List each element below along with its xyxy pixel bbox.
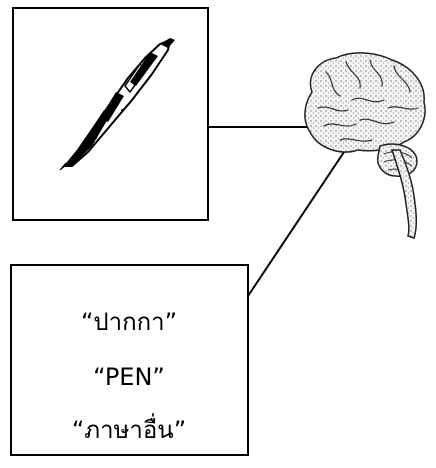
connector-words-to-brain <box>247 139 353 297</box>
words-box: “ปากกา” “PEN” “ภาษาอื่น” <box>10 264 249 456</box>
word-other-language: “ภาษาอื่น” <box>72 413 186 444</box>
image-box <box>12 7 209 221</box>
words-box-frame <box>10 264 249 456</box>
pen-icon <box>59 38 175 171</box>
word-english: “PEN” <box>93 363 165 391</box>
word-thai: “ปากกา” <box>81 308 177 336</box>
brain-icon <box>304 52 426 239</box>
